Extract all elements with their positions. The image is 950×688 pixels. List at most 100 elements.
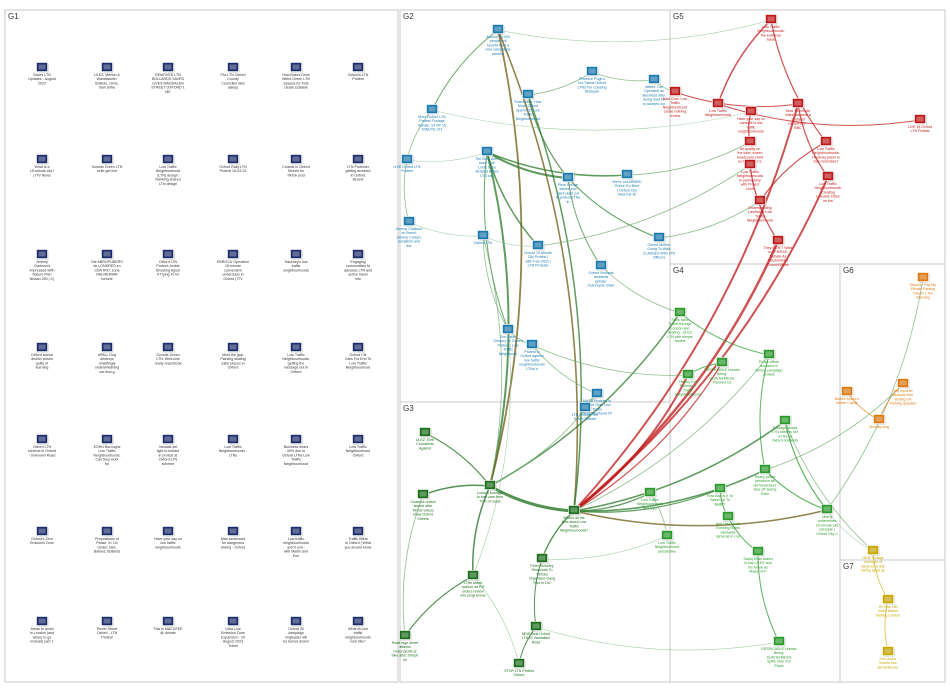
g1-node-20[interactable]: #PALL Dogdestroysunwittinglyunderwhelmin… — [95, 342, 119, 374]
network-node-n13[interactable]: Oxford Nomadsresidentsgrindermotorcycle … — [588, 260, 615, 288]
network-node-n56[interactable]: Sunday sing — [869, 414, 889, 430]
network-node-n11[interactable]: Oxford LTN — [474, 230, 493, 246]
g1-node-7[interactable]: What is a15-minute city?| ITV News — [30, 154, 54, 178]
g1-node-39[interactable]: This is MACCEEE@ donate — [153, 616, 183, 636]
g1-node-2[interactable]: ULEZ, Merton &Wandsworth:Bristols, crime… — [94, 62, 120, 90]
network-node-n50[interactable]: Low TrafficNeighbourhoods:CreatingLiveab… — [814, 171, 842, 203]
network-node-n29[interactable]: DESPICABLE HumanBeing:SLAVISHNESSPlanned… — [704, 357, 740, 385]
network-node-n40[interactable]: DESPICABLE HumanBeing:SLAVISHNESSSpills … — [761, 636, 797, 668]
g1-node-16[interactable]: EBROCU Operation15-minuteconvenientunder… — [217, 249, 249, 281]
